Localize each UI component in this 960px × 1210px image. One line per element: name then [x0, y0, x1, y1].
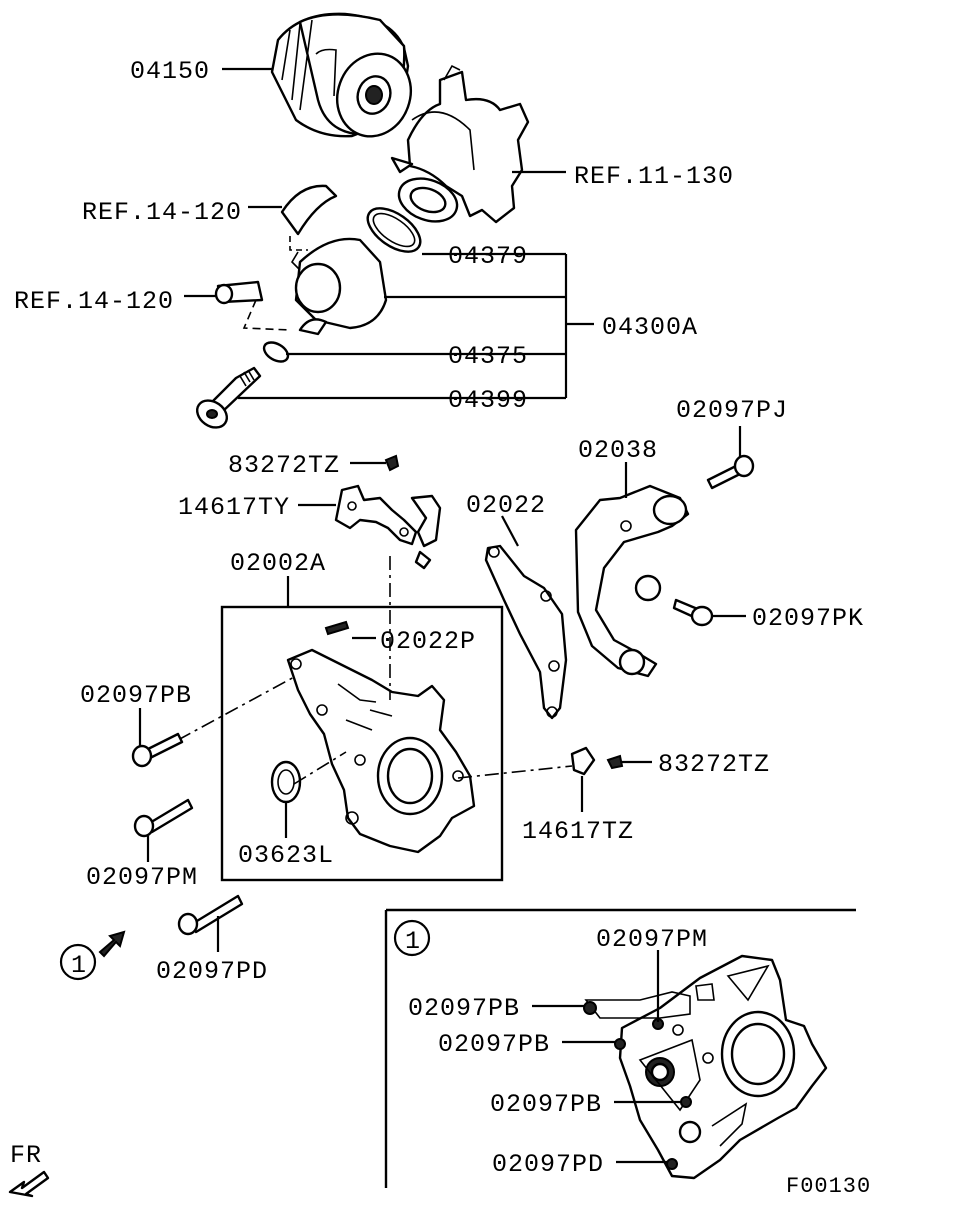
label-04379: 04379	[448, 242, 528, 271]
bracket-14617ty-drawing	[334, 484, 442, 570]
hose-ref-upper	[280, 184, 338, 236]
oil-filter-drawing	[270, 12, 412, 138]
pin-02022p	[324, 620, 350, 636]
inset-label-02097pd: 02097PD	[492, 1150, 604, 1179]
label-04399: 04399	[448, 386, 528, 415]
callout-1: 1	[71, 951, 87, 980]
label-02022p: 02022P	[380, 627, 476, 656]
bolt-02097pk-drawing	[672, 598, 714, 627]
label-02022: 02022	[466, 491, 546, 520]
inset-callout-circle	[393, 919, 431, 957]
inset-label-02097pb-3: 02097PB	[490, 1090, 602, 1119]
bracket-14617tz	[570, 746, 596, 776]
bolt-04399-drawing	[195, 366, 262, 429]
o-ring-04379	[366, 207, 422, 253]
label-02097pk: 02097PK	[752, 604, 864, 633]
oil-pump-drawing	[286, 648, 476, 854]
label-02097pm: 02097PM	[86, 863, 198, 892]
bolt-02097pb-drawing	[131, 732, 184, 768]
inset-oil-pump-drawing	[583, 954, 828, 1180]
label-02002a: 02002A	[230, 549, 326, 578]
clip-83272tz-lower	[606, 754, 624, 770]
o-ring-04375	[262, 341, 290, 363]
label-02097pb: 02097PB	[80, 681, 192, 710]
callout-1-circle	[59, 943, 97, 981]
oil-pump-assembly-box	[220, 605, 504, 882]
label-04150: 04150	[130, 57, 210, 86]
label-02097pd: 02097PD	[156, 957, 268, 986]
label-04375: 04375	[448, 342, 528, 371]
label-83272tz-top: 83272TZ	[228, 451, 340, 480]
label-83272tz-lower: 83272TZ	[658, 750, 770, 779]
bolt-02097pj-drawing	[706, 454, 755, 490]
label-03623l: 03623L	[238, 841, 334, 870]
oil-cooler-drawing	[290, 237, 388, 336]
label-ref-14-120-lower: REF.14-120	[14, 287, 174, 316]
bolt-02097pm-drawing	[133, 798, 194, 838]
bolt-02097pd-drawing	[177, 894, 244, 936]
inset-label-02097pb-2: 02097PB	[438, 1030, 550, 1059]
label-02097pj: 02097PJ	[676, 396, 788, 425]
gasket-02022-drawing	[484, 544, 568, 720]
front-indicator-label: FR	[10, 1141, 42, 1170]
label-ref-11-130: REF.11-130	[574, 162, 734, 191]
arrow-icon	[98, 930, 126, 958]
label-04300a: 04300A	[602, 313, 698, 342]
front-arrow-icon	[8, 1170, 50, 1198]
inset-callout-1: 1	[405, 927, 421, 956]
label-02038: 02038	[578, 436, 658, 465]
label-14617ty: 14617TY	[178, 493, 290, 522]
engine-block-ref-drawing	[390, 64, 530, 224]
label-14617tz: 14617TZ	[522, 817, 634, 846]
label-ref-14-120-upper: REF.14-120	[82, 198, 242, 227]
clip-83272tz-top	[384, 454, 400, 472]
inset-label-02097pm: 02097PM	[596, 925, 708, 954]
bracket-02038-drawing	[574, 484, 690, 678]
figure-code: F00130	[786, 1174, 871, 1199]
inset-label-02097pb-1: 02097PB	[408, 994, 520, 1023]
